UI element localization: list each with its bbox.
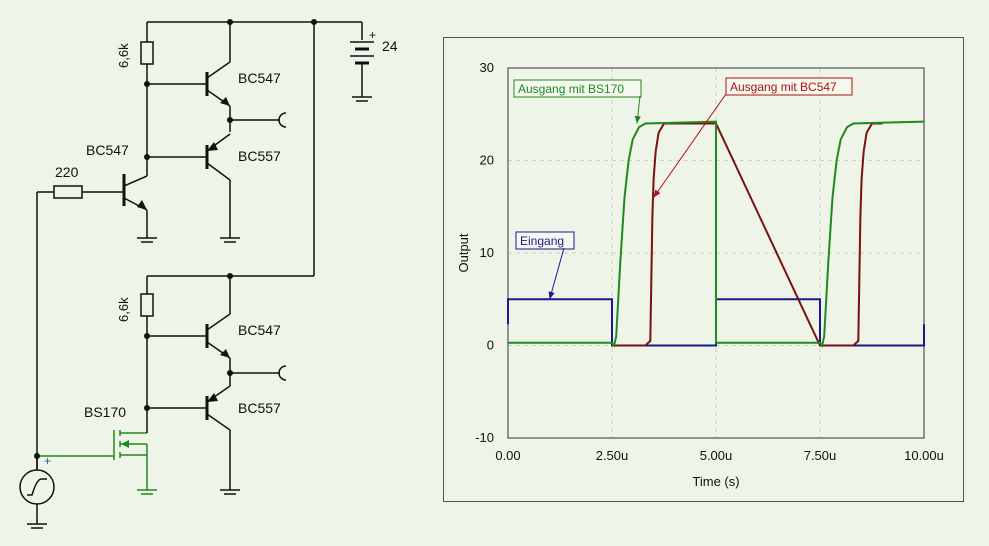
x-tick-label: 5.00u — [700, 448, 733, 463]
y-axis-label: Output — [456, 233, 471, 272]
x-tick-label: 10.00u — [904, 448, 944, 463]
mosfet-bs170 — [37, 430, 157, 495]
x-axis-label: Time (s) — [692, 474, 739, 489]
y-tick-label: 20 — [480, 153, 494, 168]
series-line-3 — [612, 122, 883, 347]
y-tick-label: 30 — [480, 60, 494, 75]
bottom-npn-label: BC547 — [238, 322, 281, 338]
annotation-box — [513, 79, 642, 98]
y-tick-label: 0 — [487, 338, 494, 353]
annotation-label: Ausgang mit BS170 — [518, 82, 624, 96]
y-tick-label: 10 — [480, 245, 494, 260]
annotation-label: Ausgang mit BC547 — [730, 80, 837, 94]
battery-plus-label: + — [369, 28, 377, 42]
top-npn-label: BC547 — [238, 70, 281, 86]
annotation-label: Eingang — [520, 234, 564, 248]
plot-frame — [507, 67, 925, 439]
battery-voltage-label: 24 — [382, 38, 398, 54]
source-plus-label: + — [44, 454, 52, 468]
circuit-schematic — [19, 19, 374, 529]
driver-npn-label: BC547 — [86, 142, 129, 158]
annotation-arrowhead — [634, 115, 641, 124]
resistor-bottom-label: 6,6k — [116, 297, 131, 322]
annotation-box — [725, 77, 853, 96]
resistor-top-label: 6,6k — [116, 43, 131, 68]
top-pnp-label: BC557 — [238, 148, 281, 164]
annotation-box — [515, 231, 575, 250]
bottom-pnp-label: BC557 — [238, 400, 281, 416]
annotation-arrow — [653, 93, 727, 198]
chart-plot: 0.00 2.50u 5.00u 7.50u 10.00u -10 0 10 20 30Time … — [456, 60, 944, 489]
y-tick-label: -10 — [475, 430, 494, 445]
annotation-arrow — [549, 247, 565, 300]
annotation-arrowhead — [548, 291, 555, 300]
mosfet-label: BS170 — [84, 404, 127, 420]
resistor-input-label: 220 — [55, 164, 79, 180]
annotation-arrowhead — [653, 189, 661, 198]
x-tick-label: 7.50u — [804, 448, 837, 463]
series-line-2 — [508, 120, 925, 348]
x-tick-label: 2.50u — [596, 448, 629, 463]
x-tick-label: 0.00 — [495, 448, 520, 463]
